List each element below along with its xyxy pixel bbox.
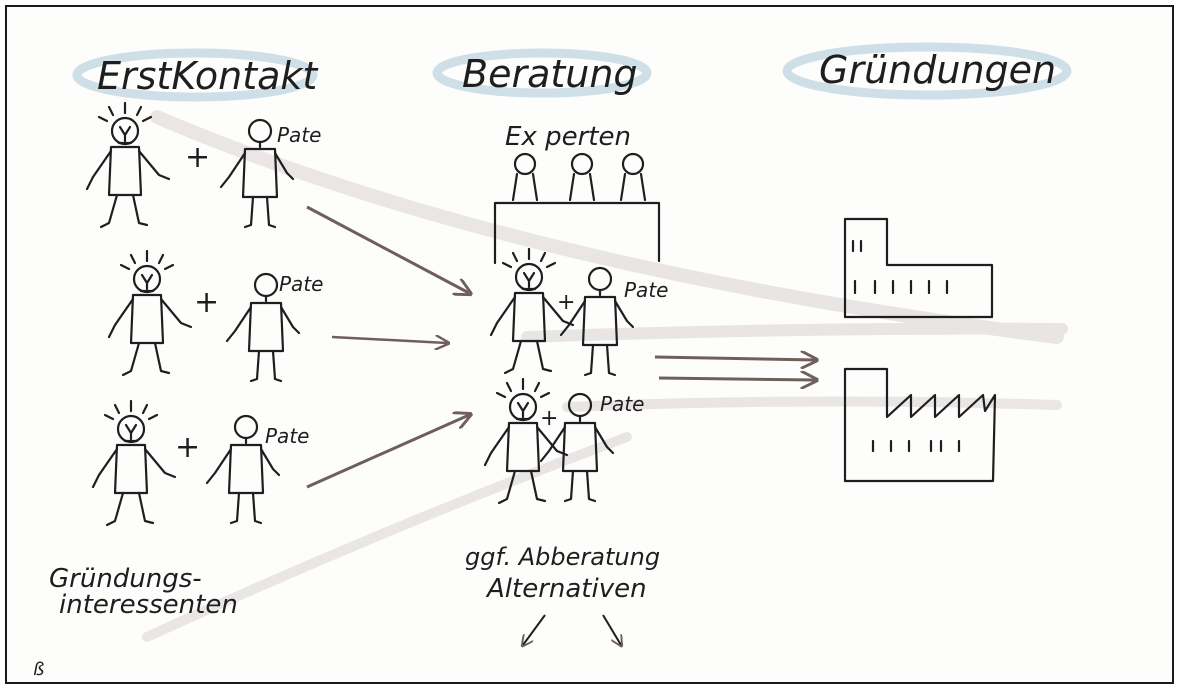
expert-3-figure (619, 152, 647, 202)
office-building (843, 217, 994, 319)
diagram-frame: ErstKontakt Beratung Gründungen + Pate +… (5, 5, 1174, 684)
beratung-pate-label-1: Pate (624, 278, 668, 302)
heading-gruendungen: Gründungen (819, 48, 1056, 92)
pair-2: + Pate (107, 249, 323, 383)
beratung-swoosh (432, 48, 652, 98)
plus-3: + (175, 430, 200, 465)
pate-label-3: Pate (265, 424, 309, 448)
experten-table (493, 201, 661, 265)
founder-3-figure (91, 399, 177, 527)
erstkontakt-swoosh (72, 48, 318, 102)
expert-1-figure (511, 152, 539, 202)
background-bands (142, 110, 1068, 642)
plus-2: + (194, 285, 219, 320)
flow-arrows-right (654, 357, 815, 380)
experten-label: Ex perten (505, 122, 631, 152)
gruendungs-label-line2: interessenten (59, 590, 238, 620)
beratung-pate-label-2: Pate (600, 392, 644, 416)
abberatung-line2: Alternativen (485, 574, 647, 604)
gruendungs-label-line1: Gründungs- (49, 564, 202, 594)
beratung-pair-2: + Pate (483, 377, 644, 505)
expert-2-figure (568, 152, 596, 202)
heading-erstkontakt: ErstKontakt (97, 54, 319, 98)
gruendungen-swoosh (782, 42, 1072, 100)
founder-2-figure (107, 249, 193, 377)
pate-label-1: Pate (277, 123, 321, 147)
pair-3: + Pate (91, 399, 309, 527)
beratung-pair-1: + Pate (489, 247, 668, 377)
plus-1: + (185, 140, 210, 175)
sketch-svg: ErstKontakt Beratung Gründungen + Pate +… (33, 42, 1072, 680)
pair-1: + Pate (85, 101, 321, 229)
flow-arrows-left (306, 205, 469, 489)
signature-mark: ß (33, 659, 44, 680)
beratung-plus-1: + (557, 290, 575, 315)
beratung-plus-2: + (540, 406, 558, 431)
abberatung-arrows (523, 614, 621, 645)
beratung-pate-1 (559, 266, 635, 377)
pate-label-2: Pate (279, 272, 323, 296)
factory-building (843, 367, 997, 483)
heading-beratung: Beratung (462, 52, 638, 96)
abberatung-line1: ggf. Abberatung (465, 543, 660, 571)
experten-group: Ex perten (493, 122, 661, 265)
